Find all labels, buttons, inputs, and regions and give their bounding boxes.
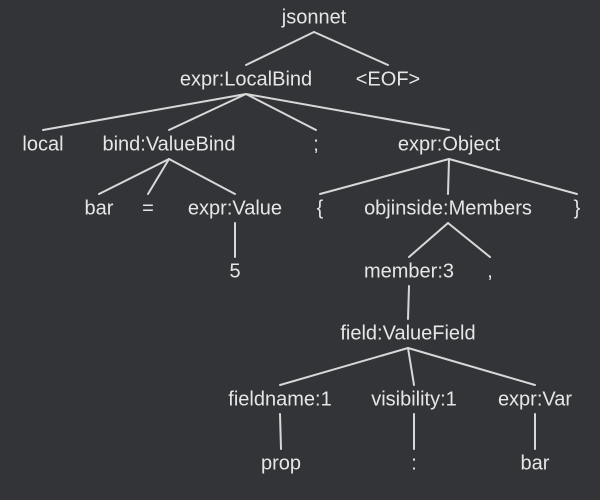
tree-edge-fieldname-1-to-prop [279,413,282,450]
tree-edge-bind-valuebind-to-expr-value [168,158,236,195]
tree-edge-expr-localbind-to-local [42,93,247,131]
tree-edge-expr-localbind-to-expr-object [245,93,450,131]
tree-edge-field-valuefield-to-visibility-1 [407,347,415,386]
tree-node-symbol: = [142,197,154,219]
tree-edge-member-3-to-field-valuefield [407,285,410,320]
tree-node-symbol: , [487,260,493,282]
tree-node-bar: bar [85,197,114,219]
tree-edge-expr-object-to-symbol [319,158,450,195]
tree-node-5: 5 [229,260,240,282]
tree-node-member-3: member:3 [364,260,454,282]
tree-node-jsonnet: jsonnet [281,6,347,28]
tree-node-local: local [22,133,63,155]
tree-edge-bind-valuebind-to-bar [98,158,170,195]
tree-edge-jsonnet-to-eof [313,31,389,66]
tree-edge-expr-localbind-to-symbol [245,93,317,131]
tree-node-symbol: { [317,197,324,219]
tree-nodes: jsonnet expr:LocalBind <EOF> local bind:Valu… [22,6,580,474]
tree-edge-objinside-members-to-symbol [447,222,491,258]
tree-node-fieldname-1: fieldname:1 [228,388,331,410]
tree-edge-expr-object-to-symbol [448,158,578,195]
tree-node-objinside-members: objinside:Members [364,197,532,219]
tree-edge-bind-valuebind-to-symbol [147,158,170,195]
tree-edge-field-valuefield-to-expr-var [407,347,536,386]
tree-edge-jsonnet-to-expr-localbind [245,31,315,66]
tree-edge-expr-object-to-objinside-members [447,158,450,195]
tree-edge-expr-localbind-to-bind-valuebind [168,93,247,131]
tree-edges [42,31,578,450]
tree-node-expr-value: expr:Value [188,197,282,219]
tree-node-field-valuefield: field:ValueField [340,322,475,344]
tree-node-symbol: } [574,197,581,219]
tree-node-bind-valuebind: bind:ValueBind [102,133,235,155]
tree-node-visibility-1: visibility:1 [371,388,457,410]
tree-edge-objinside-members-to-member-3 [408,222,449,258]
tree-node-expr-object: expr:Object [398,133,501,155]
tree-node-expr-localbind: expr:LocalBind [180,68,312,90]
tree-node-expr-var: expr:Var [498,388,572,410]
tree-node-eof: <EOF> [356,68,420,90]
tree-edge-field-valuefield-to-fieldname-1 [279,347,409,386]
tree-node-prop: prop [261,452,301,474]
tree-node-symbol: : [411,452,417,474]
tree-node-bar: bar [521,452,550,474]
tree-node-symbol: ; [313,133,319,155]
